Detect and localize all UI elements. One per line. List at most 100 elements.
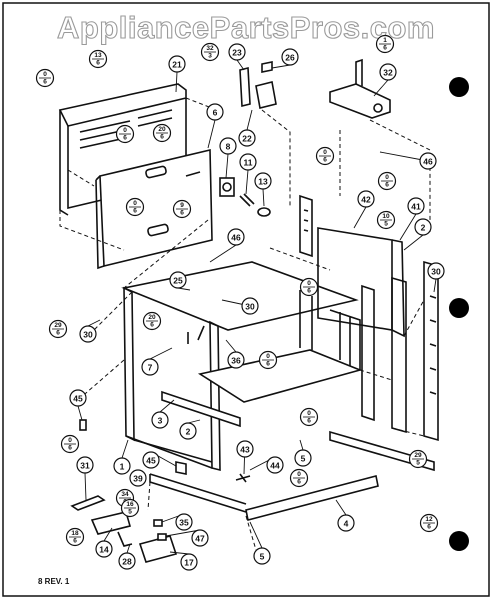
fraction-f6: 206 (152, 123, 172, 143)
fraction-f13: 206 (142, 311, 162, 331)
callout-circle (191, 529, 209, 547)
callout-c21: 21 (168, 55, 186, 73)
callout-number: 43 (240, 445, 250, 455)
callout-c3: 3 (151, 411, 169, 429)
callout-c39: 39 (129, 469, 147, 487)
callout-circle (228, 43, 246, 61)
fraction-denominator: 6 (150, 322, 154, 329)
callout-circle (118, 552, 136, 570)
fraction-f4: 16 (375, 34, 395, 54)
fraction-denominator: 3 (208, 53, 212, 60)
callout-circle (129, 469, 147, 487)
callout-c32: 32 (379, 63, 397, 81)
revision-label: 8 REV. 1 (38, 577, 70, 586)
fraction-f23: 165 (120, 498, 140, 518)
fraction-denominator: 6 (56, 330, 60, 337)
fraction-f1: 136 (88, 49, 108, 69)
fraction-denominator: 5 (128, 509, 132, 516)
callout-c2a: 2 (179, 422, 197, 440)
callout-circle (180, 553, 198, 571)
fraction-numerator: 12 (425, 516, 433, 523)
fraction-denominator: 6 (307, 418, 311, 425)
callout-number: 17 (184, 558, 194, 568)
fraction-denominator: 6 (266, 361, 270, 368)
fraction-denominator: 6 (160, 134, 164, 141)
fraction-numerator: 0 (323, 149, 327, 156)
callout-circle (236, 440, 254, 458)
callout-number: 30 (431, 267, 441, 277)
callout-circle (281, 48, 299, 66)
fraction-f8: 96 (172, 199, 192, 219)
callout-number: 32 (383, 68, 393, 78)
callout-number: 2 (421, 223, 426, 233)
callout-c36: 36 (227, 351, 245, 369)
fraction-f12: 06 (299, 277, 319, 297)
fraction-numerator: 13 (94, 52, 102, 59)
callout-c30b: 30 (427, 262, 445, 280)
cabinet-frame (121, 261, 359, 472)
fraction-f20: 126 (419, 513, 439, 533)
callout-number: 36 (231, 356, 241, 366)
fraction-denominator: 6 (297, 479, 301, 486)
callout-circle (95, 540, 113, 558)
fraction-denominator: 6 (68, 445, 72, 452)
bottom-brackets (70, 495, 178, 563)
callout-circle (414, 218, 432, 236)
callout-c31: 31 (76, 456, 94, 474)
fraction-numerator: 0 (43, 71, 47, 78)
callout-number: 22 (242, 134, 252, 144)
callout-c8: 8 (219, 137, 237, 155)
callout-circle (357, 190, 375, 208)
fraction-f7: 06 (125, 197, 145, 217)
fraction-numerator: 29 (414, 452, 422, 459)
binder-hole-middle (449, 298, 469, 318)
fraction-numerator: 32 (206, 45, 214, 52)
callout-c1: 1 (113, 457, 131, 475)
callout-circle (227, 351, 245, 369)
callout-number: 45 (73, 394, 83, 404)
callout-c14: 14 (95, 540, 113, 558)
fraction-f15: 06 (258, 350, 278, 370)
callout-c45a: 45 (69, 389, 87, 407)
callout-circle (69, 389, 87, 407)
fraction-f5: 06 (115, 124, 135, 144)
callout-c35: 35 (175, 513, 193, 531)
fraction-numerator: 20 (148, 314, 156, 321)
callout-number: 2 (186, 427, 191, 437)
fraction-f3: 323 (200, 42, 220, 62)
callout-number: 46 (423, 157, 433, 167)
callout-number: 14 (99, 545, 109, 555)
callout-number: 13 (258, 177, 268, 187)
callout-c30a: 30 (241, 297, 259, 315)
callout-c22: 22 (238, 129, 256, 147)
fraction-numerator: 20 (158, 126, 166, 133)
fraction-denominator: 6 (96, 60, 100, 67)
callout-number: 35 (179, 518, 189, 528)
callout-c43: 43 (236, 440, 254, 458)
fraction-numerator: 29 (54, 322, 62, 329)
fraction-denominator: 6 (385, 182, 389, 189)
callout-number: 42 (361, 195, 371, 205)
callout-number: 44 (270, 461, 280, 471)
callout-circle (419, 152, 437, 170)
callout-circle (427, 262, 445, 280)
fraction-numerator: 0 (385, 174, 389, 181)
callout-c23: 23 (228, 43, 246, 61)
fraction-f2: 06 (35, 68, 55, 88)
callout-c11: 11 (239, 153, 257, 171)
fraction-numerator: 0 (68, 437, 72, 444)
fraction-numerator: 1 (383, 37, 387, 44)
callout-c42: 42 (357, 190, 375, 208)
callout-c41: 41 (407, 197, 425, 215)
callout-circle (113, 457, 131, 475)
callout-circle (227, 228, 245, 246)
callout-number: 8 (226, 142, 231, 152)
fraction-labels: 1360632316062060696060610506206296060606… (35, 34, 439, 547)
switch-assembly (239, 61, 277, 109)
callout-number: 45 (146, 456, 156, 466)
leader-lines (77, 59, 437, 555)
callout-labels: 1223455678111314172122232526283030303132… (69, 43, 445, 571)
callout-c30c: 30 (79, 325, 97, 343)
callout-circle (142, 451, 160, 469)
